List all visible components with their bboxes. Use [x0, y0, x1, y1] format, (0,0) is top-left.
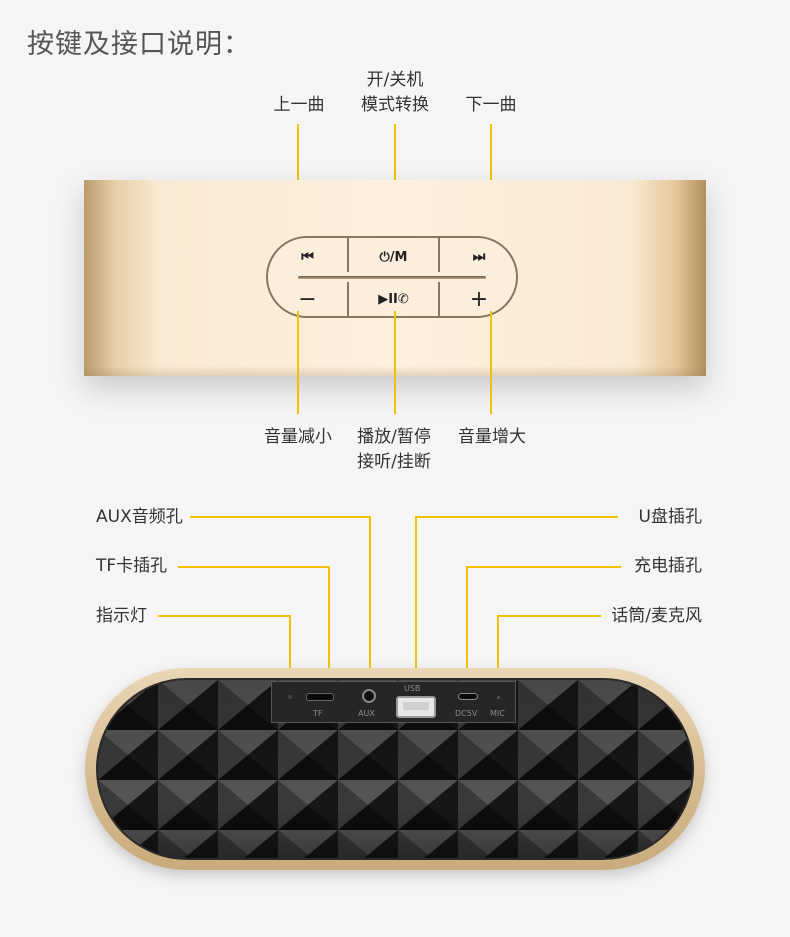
leader-line-usb [415, 516, 417, 692]
leader-line-aux [369, 516, 371, 692]
label-volume-down: 音量减小 [264, 427, 332, 447]
label-play-line1: 播放/暂停 [357, 427, 431, 447]
volume-up-button[interactable]: + [469, 286, 489, 312]
leader-line-usb [415, 516, 618, 518]
leader-line-vol-down [297, 311, 299, 414]
usb-port-label: USB [404, 684, 421, 693]
dc-charge-port[interactable] [458, 693, 478, 700]
leader-line-indicator [158, 615, 291, 617]
label-play-line2: 接听/挂断 [357, 452, 431, 472]
leader-line-mic [497, 615, 499, 695]
mic-hole [497, 696, 500, 699]
aux-jack[interactable] [362, 689, 376, 703]
panel-divider [347, 238, 349, 272]
next-track-button[interactable]: ⏭ [472, 249, 486, 265]
aux-port-label: AUX [358, 709, 375, 718]
label-power-line2: 模式转换 [361, 95, 429, 115]
label-tf-slot: TF卡插孔 [96, 556, 168, 576]
tf-port-label: TF [313, 709, 323, 718]
leader-line-play [394, 311, 396, 414]
leader-line-aux [190, 516, 371, 518]
leader-line-indicator [289, 615, 291, 695]
volume-down-button[interactable]: − [298, 286, 317, 312]
panel-divider [298, 276, 486, 279]
leader-line-vol-up [490, 311, 492, 414]
label-volume-up: 音量增大 [458, 427, 526, 447]
usb-port[interactable] [396, 696, 436, 718]
label-power-line1: 开/关机 [366, 70, 424, 90]
prev-track-button[interactable]: ⏮ [301, 249, 314, 265]
label-usb-port: U盘插孔 [638, 507, 702, 527]
usb-port-inner [403, 702, 429, 710]
mic-port-label: MIC [490, 709, 505, 718]
page-title: 按键及接口说明： [27, 29, 251, 60]
leader-line-mic [497, 615, 601, 617]
power-mode-button[interactable]: ⏻/M [379, 249, 408, 265]
panel-divider [438, 238, 440, 272]
dc-port-label: DC5V [455, 709, 478, 718]
indicator-led [288, 695, 292, 699]
button-panel: ⏮ ⏻/M ⏭ − ▶II✆ + [266, 236, 518, 318]
label-charge-port: 充电插孔 [634, 556, 702, 576]
panel-divider [438, 282, 440, 316]
label-prev-track: 上一曲 [273, 95, 325, 115]
leader-line-tf [178, 566, 330, 568]
label-aux-jack: AUX音频孔 [96, 507, 183, 527]
leader-line-tf [328, 566, 330, 692]
label-indicator: 指示灯 [96, 606, 147, 626]
play-pause-button[interactable]: ▶II✆ [378, 291, 409, 307]
label-mic: 话筒/麦克风 [611, 606, 702, 626]
panel-divider [347, 282, 349, 316]
port-panel: TF AUX USB DC5V MIC [271, 681, 516, 723]
leader-line-charge [466, 566, 468, 692]
label-next-track: 下一曲 [465, 95, 517, 115]
tf-card-slot[interactable] [306, 693, 334, 701]
leader-line-charge [466, 566, 621, 568]
